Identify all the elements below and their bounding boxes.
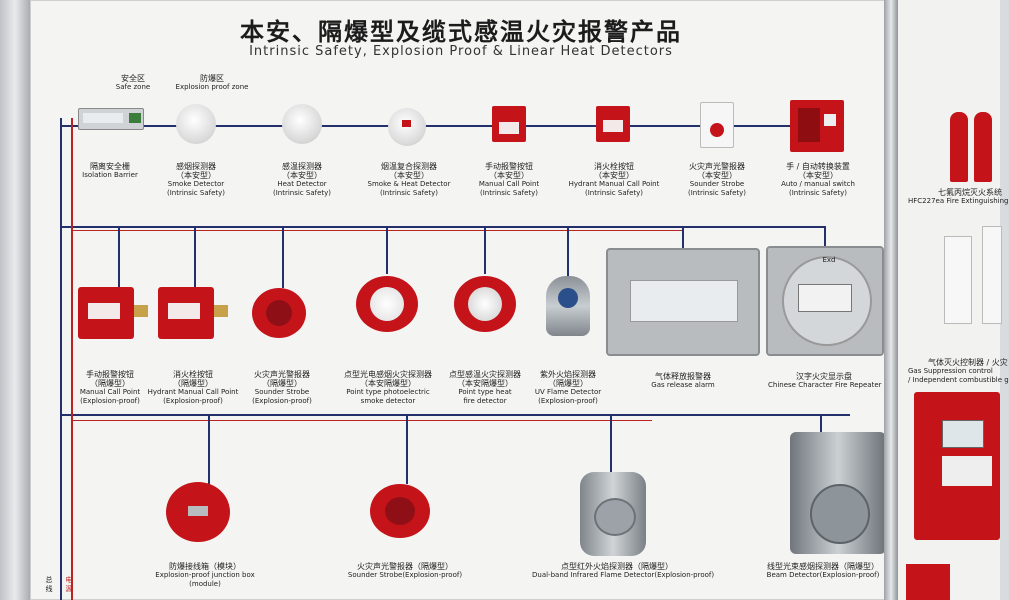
gas-controller-panel — [944, 236, 972, 324]
beam-detector-device — [790, 432, 886, 554]
smoke-detector-device — [176, 104, 216, 144]
manual-call-point-is-device — [492, 106, 526, 142]
display-frame-left — [0, 0, 30, 600]
row3-label-4: 线型光束感烟探测器（隔爆型）Beam Detector(Explosion-pr… — [766, 562, 880, 579]
display-board: 本安、隔爆型及缆式感温火灾报警产品 Intrinsic Safety, Expl… — [30, 0, 892, 600]
power-label: 电源 — [65, 576, 73, 593]
isolation-barrier-device — [78, 108, 144, 130]
drop-wire — [406, 414, 408, 484]
uv-flame-detector-device — [546, 276, 590, 336]
photoelectric-smoke-detector-xp-device — [356, 276, 418, 332]
sounder-strobe-is-device — [700, 102, 734, 148]
hfc-cylinder-1 — [950, 112, 968, 182]
hfc-cylinder-2 — [974, 112, 992, 182]
power-vertical-wire — [71, 118, 73, 600]
row3-bus-wire — [60, 414, 850, 416]
drop-wire — [282, 226, 284, 288]
drop-wire — [824, 226, 826, 248]
sounder-strobe-xp-row3-device — [370, 484, 430, 538]
row3-label-3: 点型红外火焰探测器（隔爆型）Dual-band Infrared Flame D… — [532, 562, 715, 579]
auto-manual-switch-device — [790, 100, 844, 152]
row1-label-5: 手动报警按钮（本安型）Manual Call Point(Intrinsic S… — [478, 162, 540, 197]
hydrant-call-point-xp-device — [158, 287, 228, 339]
heat-detector-device — [282, 104, 322, 144]
row2-label-2: 消火栓按钮（隔爆型）Hydrant Manual Call Point(Expl… — [147, 370, 239, 405]
row2-bus-wire — [60, 226, 824, 228]
bottom-red-unit — [906, 564, 950, 600]
smoke-heat-detector-device — [388, 108, 426, 146]
gas-release-alarm-device — [606, 248, 760, 356]
fire-alarm-controller-cabinet — [914, 392, 1000, 540]
drop-wire — [820, 414, 822, 436]
row1-label-3: 感温探测器（本安型）Heat Detector(Intrinsic Safety… — [272, 162, 332, 197]
bus-label: 总线 — [45, 576, 53, 593]
row3-label-2: 火灾声光警报器（隔爆型）Sounder Strobe(Explosion-pro… — [347, 562, 463, 579]
fire-repeater-device: Exd — [766, 246, 884, 356]
row3-label-1: 防爆接线箱（模块）Explosion-proof junction box(mo… — [155, 562, 255, 588]
row1-label-7: 火灾声光警报器（本安型）Sounder Strobe(Intrinsic Saf… — [687, 162, 747, 197]
drop-wire — [567, 226, 569, 276]
drop-wire — [386, 226, 388, 274]
row1-label-4: 烟温复合探测器（本安型）Smoke & Heat Detector(Intrin… — [367, 162, 451, 197]
heat-detector-xp-device — [454, 276, 516, 332]
row1-label-2: 感烟探测器（本安型）Smoke Detector(Intrinsic Safet… — [166, 162, 226, 197]
bus-vertical-wire — [60, 118, 62, 600]
display-frame-divider — [884, 0, 898, 600]
row2-label-1: 手动报警按钮（隔爆型）Manual Call Point(Explosion-p… — [79, 370, 141, 405]
row1-label-8: 手 / 自动转换装置（本安型）Auto / manual switch(Intr… — [781, 162, 855, 197]
board-title-en: Intrinsic Safety, Explosion Proof & Line… — [249, 44, 673, 59]
row2-label-4: 点型光电感烟火灾探测器（本安隔爆型）Point type photoelectr… — [344, 370, 432, 405]
drop-wire — [484, 226, 486, 274]
board-title-cn: 本安、隔爆型及缆式感温火灾报警产品 — [240, 18, 682, 46]
hydrant-call-point-is-device — [596, 106, 630, 142]
junction-box-device — [166, 482, 230, 542]
row1-label-6: 消火栓按钮（本安型）Hydrant Manual Call Point(Intr… — [568, 162, 660, 197]
row2-label-6: 紫外火焰探测器（隔爆型）UV Flame Detector(Explosion-… — [534, 370, 602, 405]
drop-wire — [610, 414, 612, 474]
row2-label-3: 火灾声光警报器（隔爆型）Sounder Strobe(Explosion-pro… — [252, 370, 312, 405]
row3-power-wire — [72, 420, 652, 421]
drop-wire — [118, 226, 120, 288]
drop-wire — [208, 414, 210, 484]
sounder-strobe-xp-device — [252, 288, 306, 338]
drop-wire — [682, 226, 684, 248]
exd-marking: Exd — [822, 256, 836, 264]
infrared-flame-detector-device — [580, 472, 646, 556]
drop-wire — [194, 226, 196, 288]
row2-power-wire — [72, 230, 682, 231]
gas-controller-panel-2 — [982, 226, 1002, 324]
manual-call-point-xp-device — [78, 287, 148, 339]
